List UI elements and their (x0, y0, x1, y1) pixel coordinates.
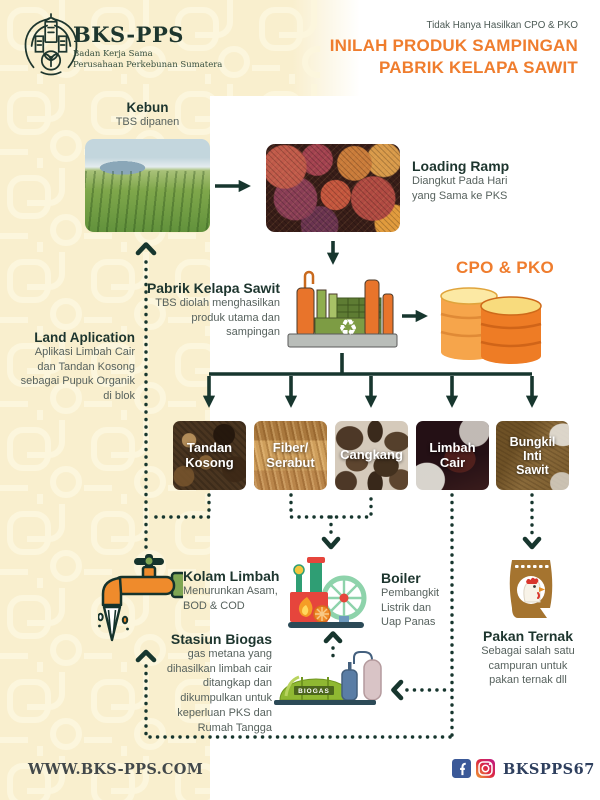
poster-title-line2: PABRIK KELAPA SAWIT (379, 57, 578, 77)
kolam-limbah-title: Kolam Limbah (183, 568, 280, 584)
chevron-up-to-boiler (323, 631, 343, 644)
pakan-ternak-desc-1: Sebagai salah satu (481, 645, 575, 657)
land-application-desc-1: Aplikasi Limbah Cair (34, 346, 135, 358)
recycle-icon: ♻ (338, 315, 358, 340)
loading-ramp-block: Loading Ramp Diangkut Pada Hari yang Sam… (412, 158, 509, 203)
pabrik-desc-2: produk utama dan (191, 311, 280, 324)
stasiun-biogas-desc-1: gas metana yang (187, 648, 272, 660)
factory-icon: ♻ (287, 270, 398, 348)
land-application-block: Land Aplication Aplikasi Limbah Cair dan… (21, 330, 135, 404)
byproduct-fiber-serabut: Fiber/Serabut (254, 421, 327, 490)
logo-subtitle-1: Badan Kerja Sama (73, 49, 153, 59)
instagram-icon[interactable] (476, 759, 495, 778)
pakan-ternak-title: Pakan Ternak (482, 628, 573, 644)
loading-ramp-desc-1: Diangkut Pada Hari (412, 175, 508, 187)
byproduct-label: Serabut (266, 454, 315, 470)
byproduct-label: Bungkil (509, 434, 556, 449)
kebun-desc: TBS dipanen (115, 116, 180, 128)
stasiun-biogas-desc-4: dikumpulkan untuk (180, 692, 272, 705)
pabrik-block: Pabrik Kelapa Sawit TBS diolah menghasil… (147, 280, 280, 340)
stasiun-biogas-desc-3: ditangkap dan (202, 677, 272, 690)
pabrik-title: Pabrik Kelapa Sawit (146, 280, 280, 296)
kolam-limbah-block: Kolam Limbah Menurunkan Asam, BOD & COD (183, 568, 279, 613)
website-url[interactable]: WWW.BKS-PPS.COM (28, 761, 204, 778)
poster-title-line1: INILAH PRODUK SAMPINGAN (329, 36, 578, 55)
kebun-title: Kebun (126, 100, 169, 115)
poster-title-block: Tidak Hanya Hasilkan CPO & PKO INILAH PR… (330, 20, 578, 79)
byproduct-label: Sawit (516, 462, 549, 477)
loading-ramp-title: Loading Ramp (412, 158, 510, 174)
facebook-icon[interactable] (452, 759, 471, 778)
pabrik-desc-1: TBS diolah menghasilkan (155, 297, 280, 309)
biogas-station-icon: BIOGAS (274, 651, 382, 705)
stasiun-biogas-desc-5: keperluan PKS dan (177, 706, 272, 719)
loading-ramp-desc-2: yang Sama ke PKS (412, 189, 508, 202)
poster-tagline: Tidak Hanya Hasilkan CPO & PKO (426, 20, 578, 31)
byproduct-label: Inti (523, 448, 542, 463)
stasiun-biogas-desc-2: dihasilkan limbah cair (166, 662, 272, 675)
animal-feed-bag-icon (509, 560, 553, 618)
land-application-desc-4: di blok (103, 390, 135, 403)
boiler-desc-2: Listrik dan (381, 601, 432, 614)
stasiun-biogas-title: Stasiun Biogas (170, 631, 272, 647)
pakan-ternak-desc-3: pakan ternak dll (489, 674, 567, 687)
logo-subtitle-2: Perusahaan Perkebunan Sumatera (73, 60, 223, 70)
pakan-ternak-block: Pakan Ternak Sebagai salah satu campuran… (462, 628, 594, 688)
boiler-desc-3: Uap Panas (381, 616, 436, 629)
kolam-limbah-desc-2: BOD & COD (183, 599, 245, 612)
kebun-label-block: Kebun TBS dipanen (85, 100, 210, 130)
dotted-fiber-cangkang-join (289, 493, 373, 519)
boiler-block: Boiler Pembangkit Listrik dan Uap Panas (381, 570, 439, 630)
byproduct-label: Cair (439, 454, 466, 470)
bks-pps-logo-icon (24, 13, 78, 76)
byproduct-label: Cangkang (340, 447, 403, 463)
byproduct-label: Fiber/ (272, 439, 309, 455)
palm-fruit-photo (266, 144, 400, 232)
logo-title: BKS-PPS (73, 22, 184, 47)
boiler-title: Boiler (381, 570, 421, 586)
faucet-icon (98, 554, 183, 642)
byproduct-label: Tandan (186, 439, 233, 455)
cpo-pko-title: CPO & PKO (455, 258, 555, 277)
kebun-plantation-photo (85, 139, 210, 232)
chevron-down-to-boiler (321, 536, 341, 550)
land-application-desc-3: sebagai Pupuk Organik (20, 375, 135, 388)
chevron-left-to-biogas (391, 679, 404, 701)
byproduct-label: Kosong (185, 454, 234, 470)
stasiun-biogas-block: Stasiun Biogas gas metana yang dihasilka… (167, 631, 272, 735)
land-application-title: Land Aplication (34, 330, 135, 345)
kolam-limbah-desc-1: Menurunkan Asam, (183, 585, 278, 597)
chevron-down-to-pakan-ternak (522, 536, 542, 550)
boiler-icon (288, 557, 367, 628)
land-application-desc-2: dan Tandan Kosong (37, 360, 135, 373)
byproduct-label: Limbah (429, 439, 476, 455)
stasiun-biogas-desc-6: Rumah Tangga (197, 721, 272, 734)
pabrik-desc-3: sampingan (226, 326, 280, 339)
boiler-desc-1: Pembangkit (381, 587, 440, 599)
social-handle[interactable]: BKSPPS67 (503, 761, 595, 778)
pakan-ternak-desc-2: campuran untuk (488, 659, 568, 672)
byproduct-cangkang: Cangkang (335, 421, 408, 490)
oil-barrels-icon (440, 287, 542, 364)
biogas-tank-label: BIOGAS (298, 688, 330, 695)
